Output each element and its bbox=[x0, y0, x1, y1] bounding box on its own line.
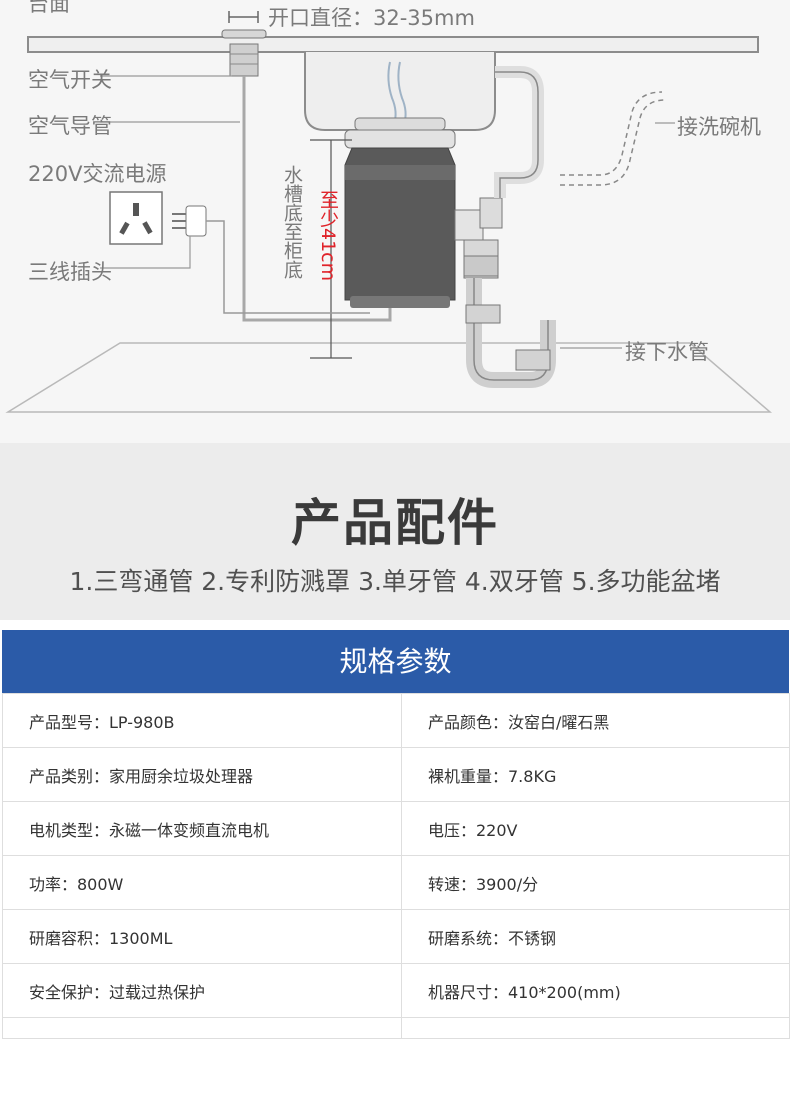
air-tube bbox=[242, 76, 392, 322]
plug-label: 三线插头 bbox=[28, 260, 112, 284]
table-row: 研磨容积：1300ML 研磨系统：不锈钢 bbox=[2, 909, 790, 964]
installation-diagram: 台面 开口直径：32-35mm 空气开关 空气导管 220V交流电源 三线插头 … bbox=[0, 0, 790, 443]
air-tube-label: 空气导管 bbox=[28, 114, 112, 138]
height-label: 水槽底至柜底 bbox=[281, 165, 303, 279]
spec-cell: 研磨容积：1300ML bbox=[2, 909, 402, 964]
air-switch-label: 空气开关 bbox=[28, 68, 112, 92]
spec-cell: 研磨系统：不锈钢 bbox=[401, 909, 790, 964]
accessories-list: 1.三弯通管 2.专利防溅罩 3.单牙管 4.双牙管 5.多功能盆堵 bbox=[69, 567, 721, 596]
power-label: 220V交流电源 bbox=[28, 162, 167, 186]
table-row-empty bbox=[2, 1017, 790, 1039]
spec-cell: 安全保护：过载过热保护 bbox=[2, 963, 402, 1018]
table-row: 电机类型：永磁一体变频直流电机 电压：220V bbox=[2, 801, 790, 856]
accessories-section: 产品配件 1.三弯通管 2.专利防溅罩 3.单牙管 4.双牙管 5.多功能盆堵 bbox=[0, 443, 790, 620]
min-height-label: 至少41cm bbox=[317, 190, 339, 282]
countertop bbox=[27, 36, 759, 53]
spec-cell: 裸机重量：7.8KG bbox=[401, 747, 790, 802]
diagram-drawing bbox=[5, 11, 773, 413]
spec-cell: 机器尺寸：410*200(mm) bbox=[401, 963, 790, 1018]
opening-diameter-label: 开口直径：32-35mm bbox=[268, 6, 475, 30]
spec-cell: 产品类别：家用厨余垃圾处理器 bbox=[2, 747, 402, 802]
specs-table: 产品型号：LP-980B 产品颜色：汝窑白/曜石黑 产品类别：家用厨余垃圾处理器… bbox=[2, 693, 790, 1039]
spec-cell: 功率：800W bbox=[2, 855, 402, 910]
spec-cell-empty bbox=[2, 1017, 402, 1039]
three-pin-plug-icon bbox=[185, 205, 207, 237]
spec-cell: 产品型号：LP-980B bbox=[2, 693, 402, 748]
spec-cell: 电机类型：永磁一体变频直流电机 bbox=[2, 801, 402, 856]
table-row: 产品型号：LP-980B 产品颜色：汝窑白/曜石黑 bbox=[2, 693, 790, 748]
drain-pipe-label: 接下水管 bbox=[625, 340, 709, 364]
floor-plane bbox=[5, 342, 773, 413]
power-socket-icon bbox=[109, 191, 163, 245]
table-row: 功率：800W 转速：3900/分 bbox=[2, 855, 790, 910]
spec-cell: 转速：3900/分 bbox=[401, 855, 790, 910]
spec-cell-empty bbox=[401, 1017, 790, 1039]
dishwasher-label: 接洗碗机 bbox=[677, 115, 761, 139]
countertop-label: 台面 bbox=[28, 0, 70, 16]
spec-cell: 产品颜色：汝窑白/曜石黑 bbox=[401, 693, 790, 748]
table-row: 产品类别：家用厨余垃圾处理器 裸机重量：7.8KG bbox=[2, 747, 790, 802]
air-switch bbox=[221, 29, 267, 39]
specs-title: 规格参数 bbox=[2, 630, 789, 693]
accessories-title: 产品配件 bbox=[291, 494, 499, 552]
spec-cell: 电压：220V bbox=[401, 801, 790, 856]
table-row: 安全保护：过载过热保护 机器尺寸：410*200(mm) bbox=[2, 963, 790, 1018]
